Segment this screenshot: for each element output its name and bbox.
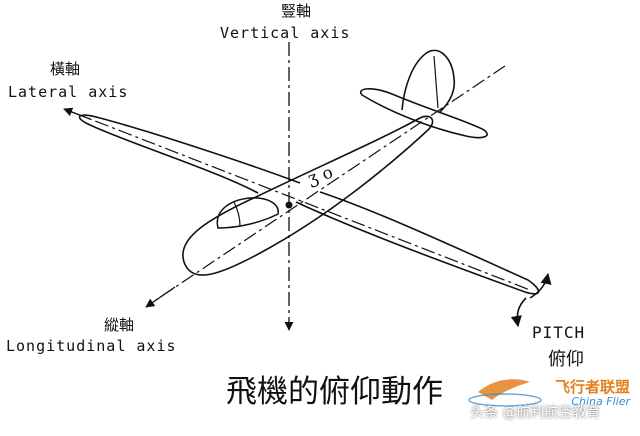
pitch-arrow-up	[529, 272, 552, 299]
canopy	[216, 197, 279, 229]
watermark-plane-icon	[478, 379, 530, 400]
watermark-subtitle: China Flier	[571, 395, 630, 408]
left-wing	[78, 114, 301, 194]
vertical-stabilizer	[401, 49, 456, 113]
longitudinal-axis-line	[149, 65, 506, 305]
center-of-gravity-point	[285, 201, 293, 209]
pitch-label-cjk: 俯仰	[548, 349, 584, 370]
diagram-caption: 飛機的俯仰動作	[226, 374, 443, 410]
pitch-arrow-down	[510, 297, 527, 328]
longitudinal-axis-label-cjk: 縱軸	[104, 316, 135, 334]
lateral-axis-label: Lateral axis	[8, 83, 129, 101]
watermark-logo: 飞行者联盟 China Flier	[554, 378, 630, 409]
rudder-line	[433, 55, 439, 109]
horizontal-stabilizer	[359, 88, 488, 139]
vertical-axis-label: Vertical axis	[220, 24, 351, 42]
longitudinal-axis-arrow	[145, 286, 176, 308]
pitch-label: PITCH	[532, 323, 586, 342]
watermark-brand: 飞行者联盟	[554, 378, 630, 396]
watermark-attribution: 头条 @航利航空教育	[470, 405, 601, 421]
lateral-axis-label-cjk: 橫軸	[50, 60, 81, 78]
fuselage	[182, 115, 434, 276]
lateral-axis-line	[71, 111, 531, 291]
lateral-axis-arrow	[63, 107, 91, 120]
longitudinal-axis-label: Longitudinal axis	[6, 337, 177, 355]
watermark-swoosh-icon	[468, 393, 542, 407]
vertical-axis-label-cjk: 豎軸	[281, 2, 312, 20]
canopy-frame	[233, 201, 241, 227]
